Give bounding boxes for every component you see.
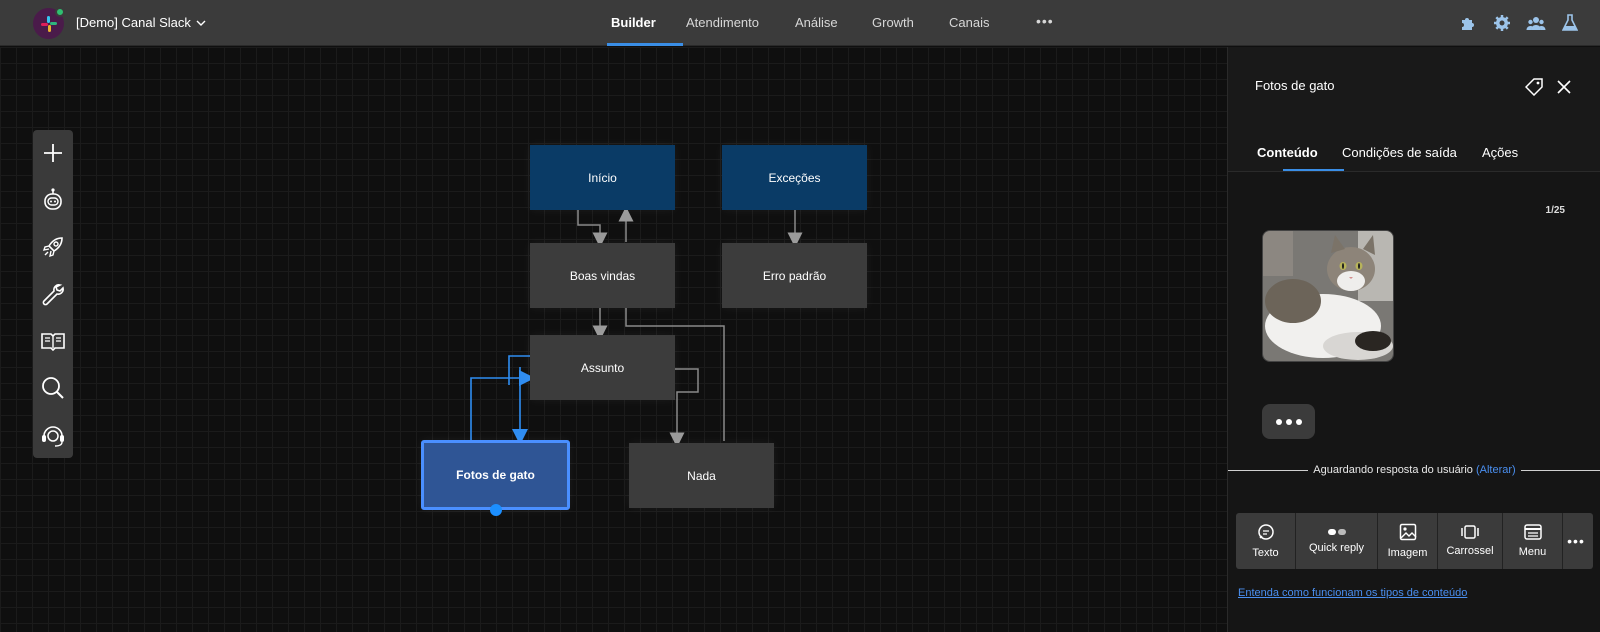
carousel-icon (1461, 525, 1479, 539)
nav-active-indicator (607, 43, 683, 46)
gear-icon[interactable] (1492, 13, 1512, 33)
nav-atendimento[interactable]: Atendimento (686, 15, 759, 30)
bot-name-label: [Demo] Canal Slack (76, 15, 191, 30)
wrench-icon[interactable] (40, 281, 66, 307)
content-type-menu[interactable]: Menu (1503, 513, 1563, 569)
tab-condicoes-de-saida[interactable]: Condições de saída (1342, 145, 1457, 160)
waiting-text: Aguardando resposta do usuário (1313, 464, 1473, 476)
link-inicio-boasvindas (577, 209, 608, 248)
main-nav: Builder Atendimento Análise Growth Canai… (0, 0, 1600, 46)
more-content-types-button[interactable]: ••• (1567, 533, 1585, 549)
cat-image[interactable] (1262, 230, 1394, 362)
team-icon[interactable] (1526, 13, 1546, 33)
node-excecoes[interactable]: Exceções (722, 145, 867, 210)
top-right-icons (1458, 13, 1580, 33)
image-icon (1399, 523, 1416, 541)
chevron-down-icon (196, 20, 206, 26)
close-icon[interactable] (1557, 80, 1571, 99)
change-waiting-link[interactable]: (Alterar) (1475, 464, 1516, 476)
content-type-text[interactable]: Texto (1236, 513, 1296, 569)
node-editor-panel: Fotos de gato Conteúdo Condições de saíd… (1227, 47, 1600, 632)
content-type-carousel[interactable]: Carrossel (1438, 513, 1503, 569)
node-fotos-de-gato[interactable]: Fotos de gato (421, 440, 570, 510)
slack-logo-icon[interactable] (33, 7, 65, 39)
flow-connections (470, 206, 803, 632)
nav-builder[interactable]: Builder (611, 15, 656, 30)
node-inicio[interactable]: Início (530, 145, 675, 210)
waiting-user-divider: Aguardando resposta do usuário (Alterar) (1228, 463, 1600, 477)
content-type-image[interactable]: Imagem (1378, 513, 1438, 569)
content-type-bar: Texto Quick reply Imagem Carrossel Menu … (1236, 513, 1593, 569)
link-fotos-assunto (470, 370, 535, 441)
panel-header: Fotos de gato Conteúdo Condições de saíd… (1228, 47, 1600, 172)
tab-conteudo[interactable]: Conteúdo (1257, 145, 1318, 160)
content-type-quick-reply[interactable]: Quick reply (1296, 513, 1378, 569)
support-icon[interactable] (40, 422, 66, 448)
typing-indicator[interactable] (1262, 404, 1315, 439)
link-assunto-fotos (508, 355, 530, 437)
quick-reply-icon (1327, 529, 1346, 535)
book-icon[interactable] (40, 328, 66, 354)
rocket-icon[interactable] (40, 234, 66, 260)
node-erro-padrao[interactable]: Erro padrão (722, 243, 867, 308)
content-counter: 1/25 (1545, 205, 1565, 216)
menu-icon (1523, 524, 1542, 540)
online-status-icon (55, 7, 65, 17)
plus-icon[interactable] (40, 140, 66, 166)
nav-more-button[interactable]: ••• (1036, 13, 1054, 29)
search-icon[interactable] (40, 375, 66, 401)
link-nada-boasvindas (625, 307, 725, 441)
node-boas-vindas[interactable]: Boas vindas (530, 243, 675, 308)
tag-icon[interactable] (1524, 78, 1543, 101)
connection-handle[interactable] (490, 504, 502, 516)
node-nada[interactable]: Nada (629, 443, 774, 508)
nav-growth[interactable]: Growth (872, 15, 914, 30)
flask-icon[interactable] (1560, 13, 1580, 33)
panel-title[interactable]: Fotos de gato (1255, 78, 1335, 93)
node-assunto[interactable]: Assunto (530, 335, 675, 400)
bot-selector[interactable]: [Demo] Canal Slack (76, 15, 206, 30)
link-assunto-nada (669, 368, 699, 448)
top-bar: [Demo] Canal Slack Builder Atendimento A… (0, 0, 1600, 46)
flow-canvas[interactable]: Início Exceções Boas vindas Erro padrão … (0, 47, 1227, 632)
chat-bubble-icon (1257, 524, 1274, 540)
content-types-help-link[interactable]: Entenda como funcionam os tipos de conte… (1238, 587, 1468, 599)
nav-analise[interactable]: Análise (795, 15, 838, 30)
nav-canais[interactable]: Canais (949, 15, 990, 30)
tab-active-indicator (1283, 169, 1344, 171)
tab-acoes[interactable]: Ações (1482, 145, 1519, 160)
bot-icon[interactable] (40, 187, 66, 213)
puzzle-icon[interactable] (1458, 13, 1478, 33)
builder-toolbar (33, 130, 73, 458)
